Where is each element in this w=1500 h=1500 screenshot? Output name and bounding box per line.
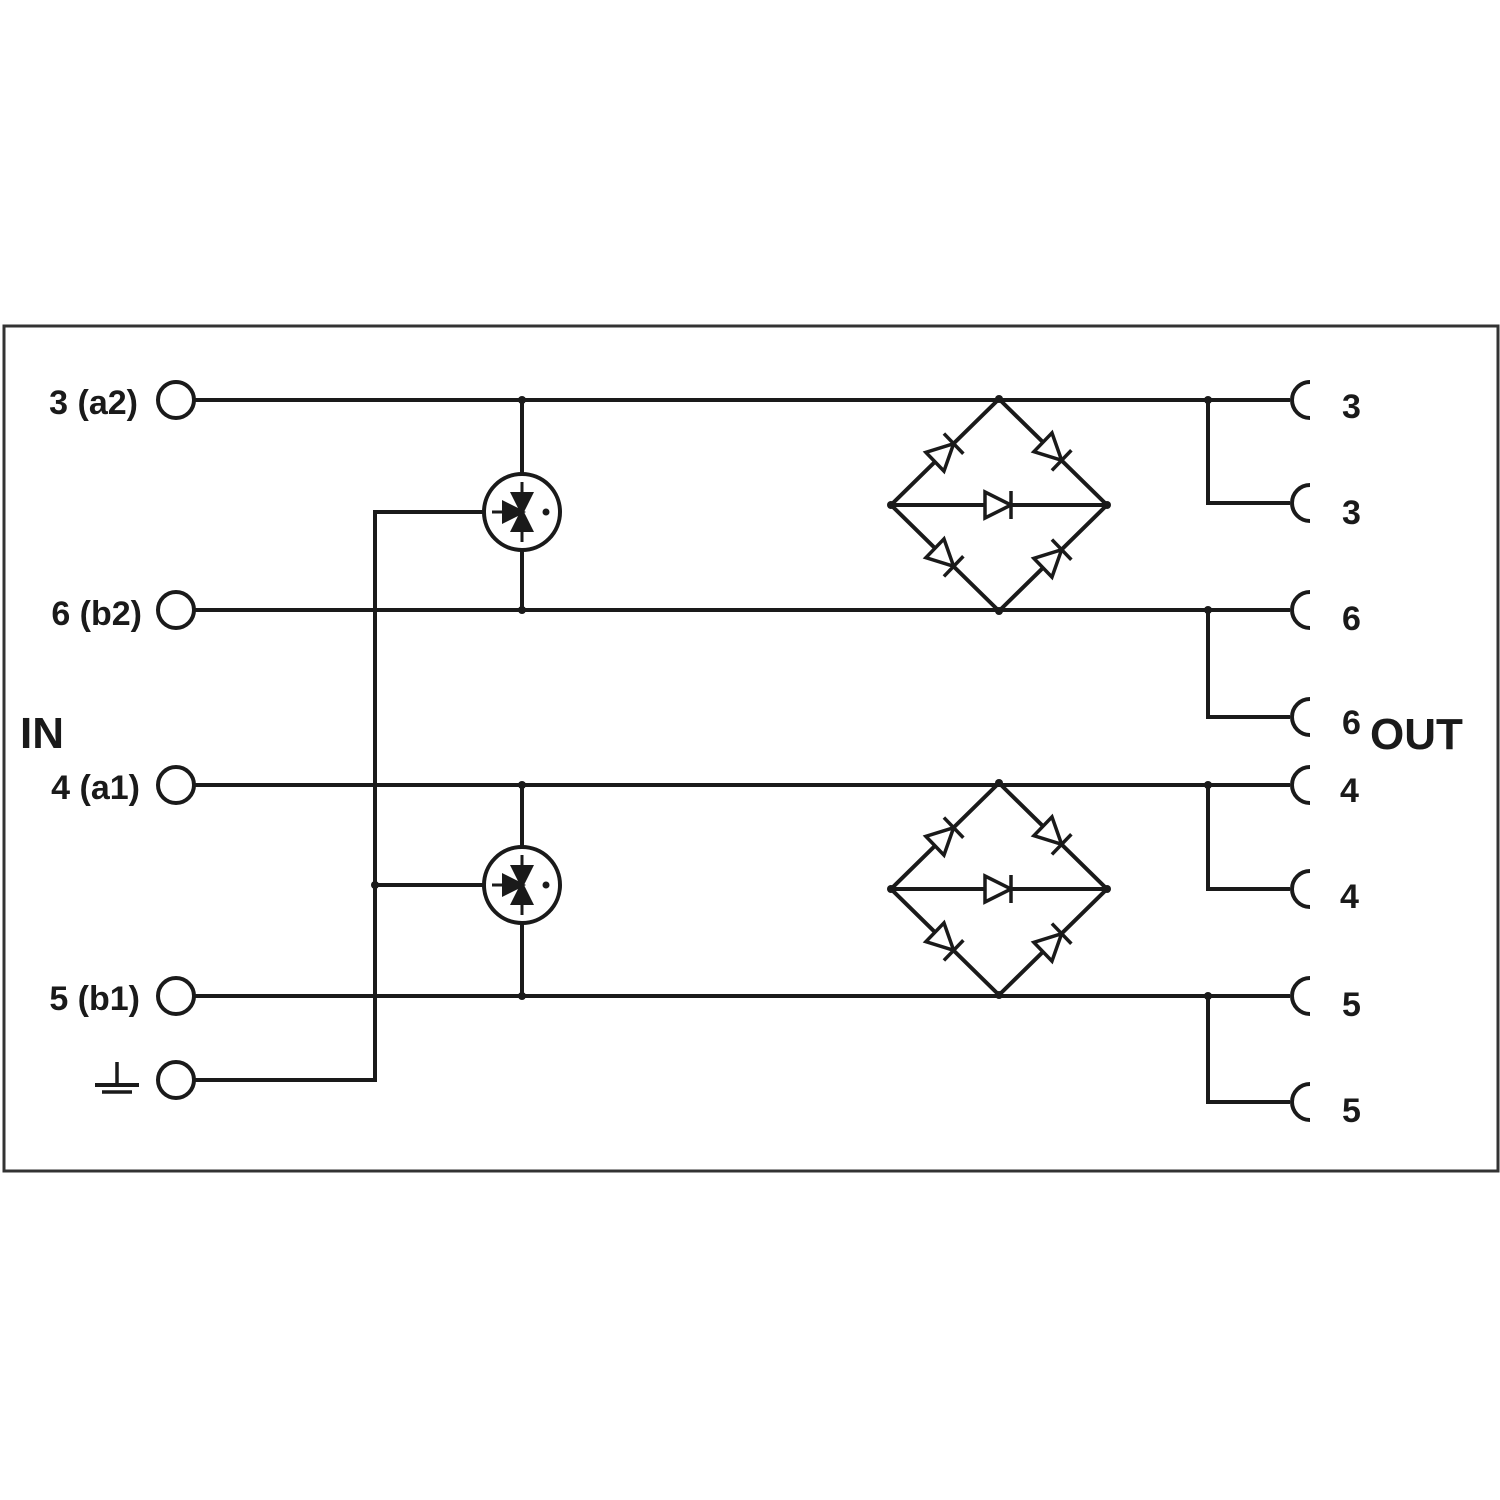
output-label-4b: 4: [1340, 878, 1359, 916]
input-terminal-3: [156, 380, 196, 420]
input-label-b1: 5 (b1): [49, 980, 140, 1018]
input-label-b2: 6 (b2): [51, 595, 142, 633]
input-terminal-ground: [156, 1060, 196, 1100]
gas-discharge-tube-upper: [484, 474, 560, 550]
output-label-3a: 3: [1342, 388, 1361, 426]
schematic-frame: [2, 324, 1500, 1173]
input-terminal-6: [156, 590, 196, 630]
gas-discharge-tube-lower: [484, 847, 560, 923]
out-label: OUT: [1370, 710, 1463, 759]
diode-bridge-upper: [887, 395, 1111, 615]
output-label-6a: 6: [1342, 600, 1361, 638]
output-label-6b: 6: [1342, 704, 1361, 742]
output-sockets: [1290, 380, 1312, 1122]
ground-icon: [95, 1062, 139, 1094]
output-label-4a: 4: [1340, 772, 1359, 810]
main-wires: [194, 396, 1290, 1104]
output-label-3b: 3: [1342, 494, 1361, 532]
input-terminal-4: [156, 765, 196, 805]
diode-bridge-lower: [887, 779, 1111, 999]
output-label-5a: 5: [1342, 986, 1361, 1024]
input-label-a1: 4 (a1): [51, 769, 140, 807]
in-label: IN: [20, 709, 64, 758]
input-label-a2: 3 (a2): [49, 384, 138, 422]
input-terminal-5: [156, 976, 196, 1016]
output-label-5b: 5: [1342, 1092, 1361, 1130]
